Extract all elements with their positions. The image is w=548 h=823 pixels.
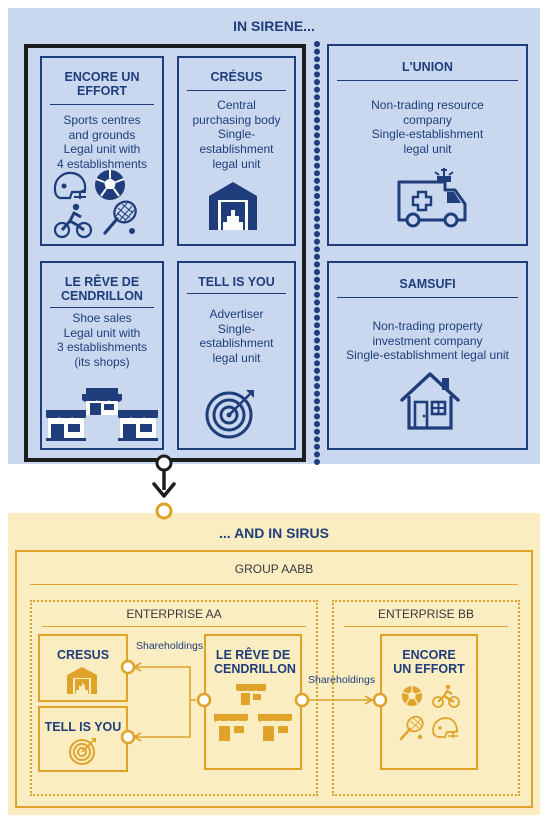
target-icon — [205, 390, 254, 439]
shareholdings-label-bb: Shareholdings — [308, 674, 376, 686]
football-helmet-icon — [53, 171, 87, 200]
unit-title: TELL IS YOU — [198, 275, 275, 289]
enterprise-bb — [332, 600, 520, 796]
sirus-tell-is-you: TELL IS YOU — [38, 706, 128, 772]
unit-title: LE RÊVE DE CENDRILLON — [61, 275, 143, 304]
soccer-ball-icon — [95, 170, 125, 200]
unit-divider — [187, 293, 286, 294]
unit-cresus: CRÉSUS Central purchasing body Single- e… — [177, 56, 296, 246]
unit-description: Central purchasing body Single- establis… — [192, 98, 281, 171]
football-helmet-icon — [432, 717, 458, 738]
cyclist-icon — [53, 203, 93, 239]
unit-divider — [50, 104, 154, 105]
unit-l-union: L'UNION Non-trading resource company Sin… — [327, 44, 528, 246]
shop-icon — [46, 388, 158, 441]
unit-title: ENCORE UN EFFORT — [64, 70, 140, 99]
enterprise-aa — [30, 600, 318, 796]
cyclist-icon — [432, 684, 460, 708]
sirene-title: IN SIRENE... — [233, 18, 315, 34]
warehouse-icon — [209, 182, 257, 230]
unit-description: Non-trading property investment company … — [346, 319, 509, 363]
sirus-cresus-title: CRESUS — [56, 648, 110, 662]
enterprise-aa-divider — [42, 626, 306, 627]
group-divider — [30, 584, 518, 585]
unit-title: L'UNION — [402, 60, 453, 74]
shareholdings-label-aa: Shareholdings — [136, 640, 204, 652]
unit-description: Sports centres and grounds Legal unit wi… — [56, 113, 148, 171]
tennis-racket-icon — [399, 715, 424, 741]
unit-title: CRÉSUS — [210, 70, 263, 84]
ambulance-icon — [397, 168, 467, 228]
unit-description: Advertiser Single- establishment legal u… — [199, 307, 274, 365]
warehouse-icon — [67, 667, 97, 694]
unit-encore-un-effort: ENCORE UN EFFORT Sports centres and grou… — [40, 56, 164, 246]
unit-divider — [187, 90, 286, 91]
unit-divider — [337, 297, 518, 298]
unit-divider — [50, 307, 154, 308]
unit-divider — [337, 80, 518, 81]
enterprise-bb-label: ENTERPRISE BB — [377, 607, 475, 621]
house-icon — [400, 372, 460, 430]
tennis-racket-icon — [103, 200, 137, 235]
unit-description: Non-trading resource company Single-esta… — [371, 98, 484, 156]
group-label: GROUP AABB — [234, 562, 314, 576]
target-icon — [69, 738, 96, 765]
unit-description: Shoe sales Legal unit with 3 establishme… — [56, 311, 148, 369]
sirus-reve-title: LE RÊVE DE CENDRILLON — [214, 648, 296, 677]
sirus-effort-title: ENCORE UN EFFORT — [393, 648, 465, 677]
enterprise-bb-divider — [344, 626, 508, 627]
sirus-title: ... AND IN SIRUS — [219, 525, 329, 541]
unit-title: SAMSUFI — [399, 277, 456, 291]
soccer-ball-icon — [401, 686, 423, 706]
sirus-tell-title: TELL IS YOU — [44, 720, 122, 734]
shop-icon — [214, 684, 292, 741]
enterprise-aa-label: ENTERPRISE AA — [126, 607, 222, 621]
